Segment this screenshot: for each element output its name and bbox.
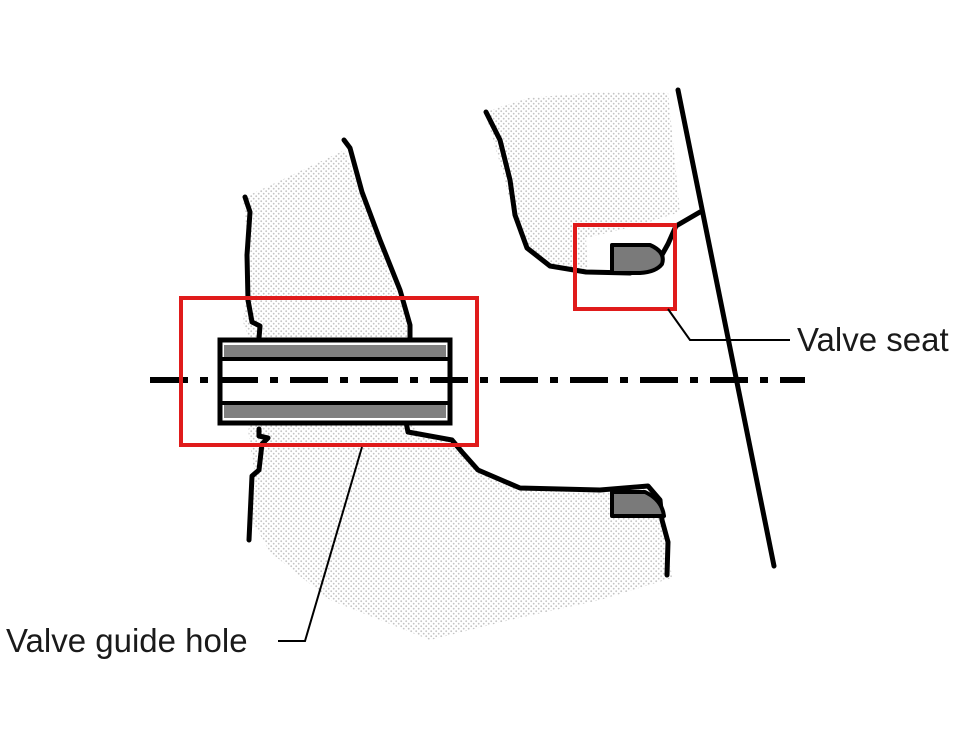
- valve-seat-label: Valve seat: [797, 321, 949, 358]
- valve-guide-highlight-box: [179, 296, 479, 447]
- valve-guide-hole-label: Valve guide hole: [6, 622, 248, 659]
- highlight-boxes: [179, 223, 677, 447]
- leader-lines: [278, 308, 790, 642]
- valve-guide-leader-line: [278, 446, 363, 642]
- exhaust-port-outline: [483, 109, 703, 276]
- port-upper-wall-outline: [341, 137, 413, 341]
- valve-seat-highlight-box: [573, 223, 677, 311]
- valve-guide-sleeve-bottom: [224, 405, 446, 418]
- valve-seat-leader-line: [667, 308, 790, 341]
- port-lower-wall-outline: [403, 419, 671, 578]
- casting-lower-region: [243, 150, 672, 640]
- valve-guide-sleeve-top: [224, 345, 446, 357]
- valve-seat-insert-lower: [610, 490, 666, 518]
- valve-seat-insert-upper: [610, 243, 665, 275]
- valve-seat-inserts: [610, 243, 666, 518]
- combustion-face-line: [675, 87, 777, 569]
